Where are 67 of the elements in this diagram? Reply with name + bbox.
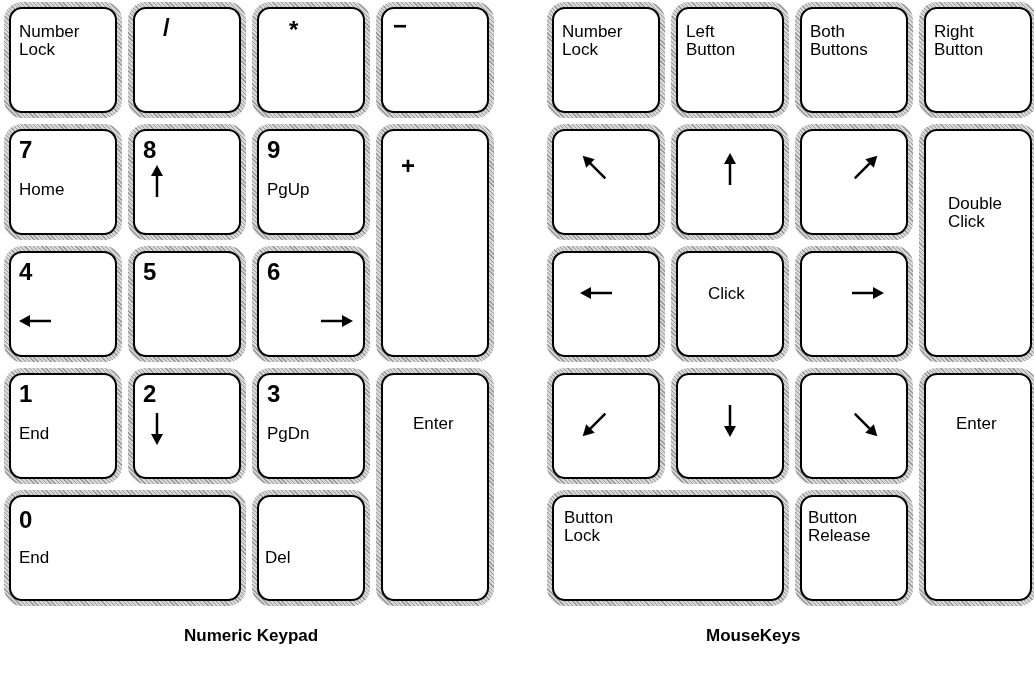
key <box>4 246 122 362</box>
key-label: PgDn <box>267 425 310 443</box>
key-label: 6 <box>267 259 281 285</box>
key-label: 2 <box>143 381 157 407</box>
key <box>795 124 913 240</box>
key <box>128 2 246 118</box>
key-label: Number Lock <box>19 23 81 59</box>
key <box>547 368 665 484</box>
key-label: 5 <box>143 259 157 285</box>
key <box>376 2 494 118</box>
key-label: Enter <box>956 415 997 433</box>
key <box>795 2 913 118</box>
key-label: Number Lock <box>562 23 624 59</box>
caption: MouseKeys <box>706 626 801 646</box>
key-label: 1 <box>19 381 33 407</box>
key-label: Del <box>265 549 291 567</box>
key <box>671 124 789 240</box>
key <box>252 124 370 240</box>
key <box>547 246 665 362</box>
key <box>252 2 370 118</box>
key <box>128 246 246 362</box>
key <box>252 490 370 606</box>
caption: Numeric Keypad <box>184 626 319 646</box>
key <box>252 368 370 484</box>
key-label: Button Release <box>808 509 872 545</box>
key <box>128 124 246 240</box>
key-label: * <box>289 17 299 43</box>
key <box>671 2 789 118</box>
key <box>547 2 665 118</box>
key-label: Home <box>19 181 65 199</box>
key <box>671 368 789 484</box>
key <box>376 368 494 606</box>
key-label: 8 <box>143 137 157 163</box>
key-label: End <box>19 425 50 443</box>
key <box>547 490 789 606</box>
key-label: PgUp <box>267 181 310 199</box>
key <box>128 368 246 484</box>
key-label: 3 <box>267 381 281 407</box>
key <box>547 124 665 240</box>
key <box>376 124 494 362</box>
key <box>4 124 122 240</box>
key <box>919 2 1034 118</box>
key-label: 9 <box>267 137 281 163</box>
key-label: 0 <box>19 507 33 533</box>
key <box>795 246 913 362</box>
key-label: 4 <box>19 259 33 285</box>
key <box>4 490 246 606</box>
key <box>671 246 789 362</box>
key-label: Double Click <box>948 195 1003 231</box>
key <box>795 490 913 606</box>
key-label: Enter <box>413 415 454 433</box>
key-label: End <box>19 549 50 567</box>
key-label: Right Button <box>934 23 985 59</box>
key <box>919 368 1034 606</box>
key-label: − <box>393 13 407 39</box>
key <box>919 124 1034 362</box>
key <box>252 246 370 362</box>
key-label: + <box>401 153 415 179</box>
key <box>4 2 122 118</box>
key <box>795 368 913 484</box>
key-label: Both Buttons <box>810 23 869 59</box>
key-label: Left Button <box>686 23 737 59</box>
key-label: 7 <box>19 137 33 163</box>
key-label: Button Lock <box>564 509 615 545</box>
key-label: / <box>163 15 170 41</box>
key-label: Click <box>708 285 745 303</box>
key <box>4 368 122 484</box>
